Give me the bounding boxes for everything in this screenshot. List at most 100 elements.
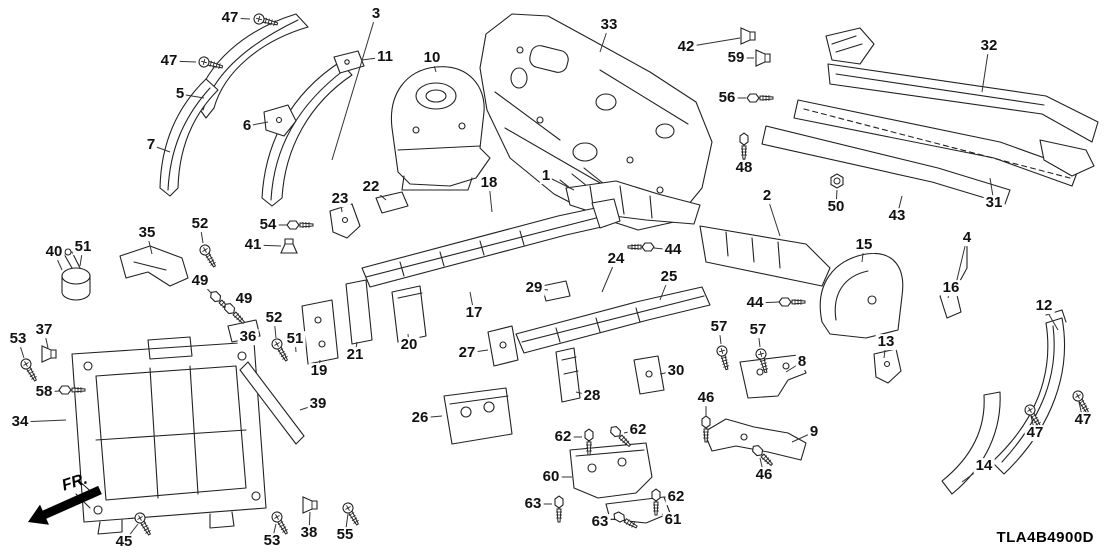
callout-42: 42: [675, 38, 697, 56]
callout-6: 6: [240, 117, 254, 135]
callout-9: 9: [807, 423, 821, 441]
cowl-top-drawing: [761, 27, 1099, 205]
screw-icon: [340, 500, 363, 528]
callout-37: 37: [33, 321, 55, 339]
screw-icon: [197, 242, 220, 270]
callout-51: 51: [284, 330, 306, 348]
callout-60: 60: [540, 468, 562, 486]
callout-40: 40: [43, 243, 65, 261]
callout-51: 51: [72, 238, 94, 256]
bolt-icon: [58, 385, 86, 395]
clip-icon: [755, 49, 771, 67]
callout-57: 57: [747, 321, 769, 339]
callout-63: 63: [522, 495, 544, 513]
callout-31: 31: [983, 194, 1005, 212]
side-panel-right-drawing: [941, 309, 1067, 495]
bolt-icon: [739, 132, 749, 160]
callout-52: 52: [189, 215, 211, 233]
callout-30: 30: [665, 362, 687, 380]
callout-34: 34: [9, 413, 31, 431]
small-brackets-drawing: [703, 348, 902, 461]
callout-1: 1: [539, 167, 553, 185]
callout-44: 44: [744, 294, 766, 312]
clip-icon: [41, 345, 57, 363]
screw-icon: [715, 344, 733, 372]
callout-27: 27: [456, 344, 478, 362]
callout-44: 44: [662, 241, 684, 259]
callout-7: 7: [144, 136, 158, 154]
callout-10: 10: [421, 49, 443, 67]
callout-43: 43: [886, 207, 908, 225]
callout-62: 62: [627, 421, 649, 439]
callout-33: 33: [598, 16, 620, 34]
fr-arrow-icon: [28, 485, 102, 525]
callout-41: 41: [242, 236, 264, 254]
callout-57: 57: [708, 318, 730, 336]
callout-46: 46: [695, 389, 717, 407]
callout-35: 35: [136, 224, 158, 242]
callout-22: 22: [360, 178, 382, 196]
callout-46: 46: [753, 466, 775, 484]
callout-61: 61: [662, 511, 684, 529]
callout-5: 5: [173, 85, 187, 103]
callout-54: 54: [257, 216, 279, 234]
rail-2-drawing: [699, 225, 831, 287]
callout-3: 3: [369, 5, 383, 23]
callout-62: 62: [665, 488, 687, 506]
lower-bracket-drawing: [569, 442, 671, 524]
front-rail-right-drawing: [515, 280, 711, 395]
bolt-icon: [627, 242, 655, 252]
callout-49: 49: [233, 290, 255, 308]
callout-8: 8: [795, 353, 809, 371]
callout-56: 56: [716, 89, 738, 107]
callout-53: 53: [261, 532, 283, 550]
callout-63: 63: [589, 513, 611, 531]
front-rail-left-drawing: [329, 191, 621, 288]
diagram-code: TLA4B4900D: [996, 529, 1094, 546]
mount-drawing: [61, 248, 91, 301]
callout-39: 39: [307, 395, 329, 413]
callout-32: 32: [978, 37, 1000, 55]
callout-15: 15: [853, 236, 875, 254]
wheelhouse-right-drawing: [819, 252, 962, 339]
callout-25: 25: [658, 268, 680, 286]
callout-59: 59: [725, 49, 747, 67]
screw-icon: [18, 356, 41, 384]
bolt-icon: [778, 297, 806, 307]
callout-48: 48: [733, 159, 755, 177]
callout-28: 28: [581, 387, 603, 405]
callout-53: 53: [7, 330, 29, 348]
callout-26: 26: [409, 409, 431, 427]
callout-36: 36: [237, 328, 259, 346]
callout-11: 11: [375, 48, 395, 66]
callout-4: 4: [960, 229, 974, 247]
callout-29: 29: [523, 279, 545, 297]
callout-18: 18: [478, 174, 500, 192]
callout-24: 24: [605, 250, 627, 268]
bolt-icon: [286, 220, 314, 230]
callout-55: 55: [334, 526, 356, 544]
callout-20: 20: [398, 336, 420, 354]
callout-21: 21: [344, 346, 366, 364]
clip-icon: [302, 496, 318, 514]
bolt-icon: [584, 428, 594, 456]
strut-tower-drawing: [390, 66, 491, 191]
callout-16: 16: [940, 279, 962, 297]
callout-17: 17: [463, 304, 485, 322]
callout-52: 52: [263, 309, 285, 327]
clip-icon: [740, 27, 756, 45]
callout-14: 14: [973, 457, 995, 475]
callout-47: 47: [219, 9, 241, 27]
callout-47: 47: [158, 52, 180, 70]
callout-23: 23: [329, 190, 351, 208]
clip-icon: [280, 238, 298, 254]
callout-19: 19: [308, 362, 330, 380]
bolt-icon: [554, 495, 564, 523]
plates-drawing: [301, 279, 581, 445]
callout-12: 12: [1033, 297, 1055, 315]
bolt-icon: [746, 93, 774, 103]
callout-47: 47: [1024, 424, 1046, 442]
callout-49: 49: [189, 272, 211, 290]
radiator-support-drawing: [71, 245, 305, 535]
